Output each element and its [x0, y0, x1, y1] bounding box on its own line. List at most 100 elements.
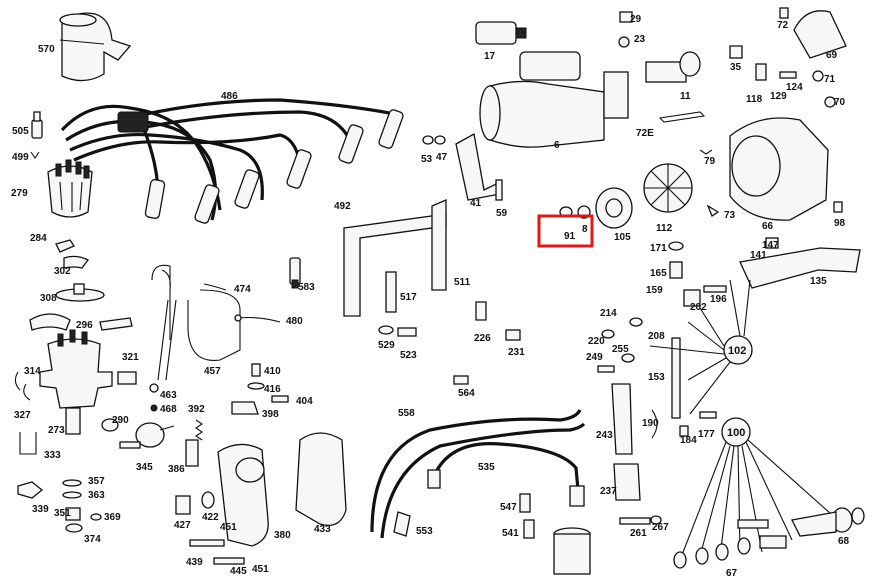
callout-label-290: 290	[112, 415, 129, 426]
callout-label-433: 433	[314, 524, 331, 535]
callout-label-73: 73	[724, 210, 736, 221]
bolt-445	[213, 557, 245, 565]
solenoid-17	[475, 21, 527, 45]
callout-label-363: 363	[88, 490, 105, 501]
strip-517	[385, 271, 397, 313]
callout-label-541: 541	[502, 528, 519, 539]
bolt-439	[189, 539, 225, 547]
callout-label-302: 302	[54, 266, 71, 277]
breaker-plate-296	[29, 313, 133, 331]
callout-label-492: 492	[334, 201, 351, 212]
screw-59	[495, 179, 503, 201]
washers-357-363	[62, 479, 82, 499]
callout-label-339: 339	[32, 504, 49, 515]
bracket-243	[611, 383, 633, 455]
callout-label-190: 190	[642, 418, 659, 429]
callout-label-369: 369	[104, 512, 121, 523]
callout-label-273: 273	[48, 425, 65, 436]
part-23	[618, 36, 630, 48]
vacuum-unit-345	[119, 422, 175, 449]
callout-label-416: 416	[264, 384, 281, 395]
bolt-261-267	[619, 515, 662, 525]
callout-label-380: 380	[274, 530, 291, 541]
screw-124	[779, 71, 797, 79]
callout-label-357: 357	[88, 476, 105, 487]
callout-label-249: 249	[586, 352, 603, 363]
nut-71	[812, 70, 824, 82]
vacuum-unit-290	[101, 418, 119, 432]
callout-label-79: 79	[704, 156, 716, 167]
callout-label-100: 100	[727, 427, 745, 439]
callout-label-327: 327	[14, 410, 31, 421]
parts-226-231-564	[453, 301, 521, 385]
callout-label-564: 564	[458, 388, 475, 399]
callout-label-445: 445	[230, 566, 247, 577]
callout-label-583: 583	[298, 282, 315, 293]
pulley-105	[595, 187, 633, 229]
bolt-196	[703, 285, 727, 293]
fan-112	[643, 163, 693, 213]
callout-label-91: 91	[564, 231, 576, 242]
cable-558	[370, 409, 586, 539]
callout-label-184: 184	[680, 435, 697, 446]
callout-label-284: 284	[30, 233, 47, 244]
callout-label-345: 345	[136, 462, 153, 473]
callout-label-118: 118	[746, 94, 763, 105]
pinion-11	[645, 51, 701, 83]
callout-label-351: 351	[54, 508, 71, 519]
callout-label-468: 468	[160, 404, 177, 415]
callout-label-386: 386	[168, 464, 185, 475]
clip-398	[231, 401, 259, 415]
ignition-wire-harness-486	[60, 98, 404, 224]
callout-label-208: 208	[648, 331, 665, 342]
callout-label-570: 570	[38, 44, 55, 55]
callout-label-17: 17	[484, 51, 496, 62]
highlight-box	[537, 214, 594, 248]
callout-label-410: 410	[264, 366, 281, 377]
callout-label-279: 279	[11, 188, 28, 199]
callout-label-480: 480	[286, 316, 303, 327]
callout-label-333: 333	[44, 450, 61, 461]
ring-422	[201, 491, 215, 509]
callout-label-439: 439	[186, 557, 203, 568]
pulley-68	[791, 507, 865, 537]
callout-label-523: 523	[400, 350, 417, 361]
connector-553	[393, 511, 411, 537]
part-427	[175, 495, 191, 515]
callout-label-67: 67	[726, 568, 738, 579]
rotor-302	[63, 255, 89, 269]
parts-214-220	[601, 317, 643, 339]
callout-label-558: 558	[398, 408, 415, 419]
connector-547-541	[519, 493, 535, 539]
distributor-cap-cover	[59, 12, 132, 82]
callout-label-517: 517	[400, 292, 417, 303]
spring-392	[195, 419, 203, 441]
bracket-190	[651, 409, 658, 439]
callout-label-529: 529	[378, 340, 395, 351]
bolt-184-177	[679, 411, 717, 437]
callout-label-59: 59	[496, 208, 508, 219]
distributor-273	[39, 329, 137, 435]
regulator-69	[793, 10, 847, 59]
callout-label-451b: 451	[252, 564, 269, 575]
callout-label-392: 392	[188, 404, 205, 415]
callout-label-231: 231	[508, 347, 525, 358]
callout-label-6: 6	[554, 140, 560, 151]
starter-motor-6	[479, 51, 629, 148]
brush-118	[755, 63, 767, 81]
callout-label-243: 243	[596, 430, 613, 441]
group-circle-102	[649, 279, 753, 415]
callout-label-68: 68	[838, 536, 850, 547]
nut-171	[668, 241, 684, 251]
callout-label-499: 499	[12, 152, 29, 163]
callout-label-505: 505	[12, 126, 29, 137]
callout-label-474: 474	[234, 284, 251, 295]
callout-label-196: 196	[710, 294, 727, 305]
callout-label-427: 427	[174, 520, 191, 531]
part-351-369	[65, 507, 102, 521]
housing-380	[217, 443, 269, 547]
callout-label-69: 69	[826, 50, 838, 61]
part-374	[65, 523, 83, 533]
callout-label-171: 171	[650, 243, 667, 254]
